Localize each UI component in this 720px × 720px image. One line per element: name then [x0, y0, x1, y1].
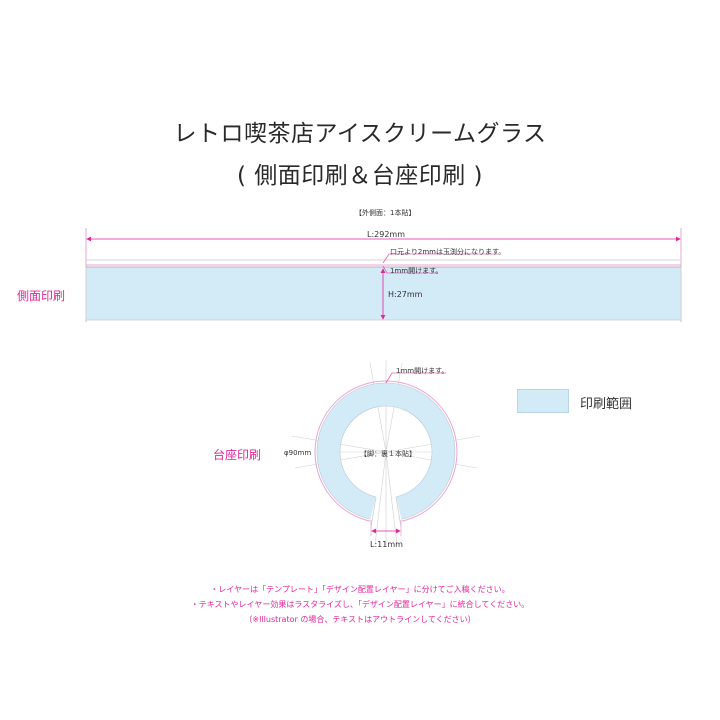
note-line-1: ・レイヤーは「テンプレート」「デザイン配置レイヤー」に分けてご入稿ください。 — [210, 585, 510, 594]
length-label: L:292mm — [367, 230, 406, 239]
side-margin-note: 1mm開けます。 — [390, 267, 443, 275]
base-print-diagram — [291, 360, 481, 546]
page-subtitle: ( 側面印刷＆台座印刷 ) — [236, 163, 484, 189]
legend-swatch — [517, 389, 569, 413]
page-title: レトロ喫茶店アイスクリームグラス — [173, 121, 547, 147]
diameter-label: φ90mm — [284, 449, 312, 457]
side-print-diagram — [85, 228, 682, 322]
rim-note: 口元より2mmは玉渕分になります。 — [390, 248, 506, 256]
height-label: H:27mm — [388, 290, 423, 299]
legend-label: 印刷範囲 — [580, 397, 633, 412]
side-print-section-label: 側面印刷 — [17, 289, 66, 303]
side-print-header-label: 【外側面：1本貼】 — [355, 209, 416, 217]
base-print-section-label: 台座印刷 — [213, 448, 262, 462]
base-center-label: 【脚：裏１本貼】 — [360, 450, 416, 458]
note-line-2: ・テキストやレイヤー効果はラスタライズし、「デザイン配置レイヤー」に統合してくだ… — [190, 600, 530, 609]
note-line-3: （※Illustrator の場合、テキストはアウトラインしてください） — [244, 615, 476, 624]
base-margin-note: 1mm開けます。 — [396, 367, 449, 375]
gap-label: L:11mm — [370, 540, 403, 549]
